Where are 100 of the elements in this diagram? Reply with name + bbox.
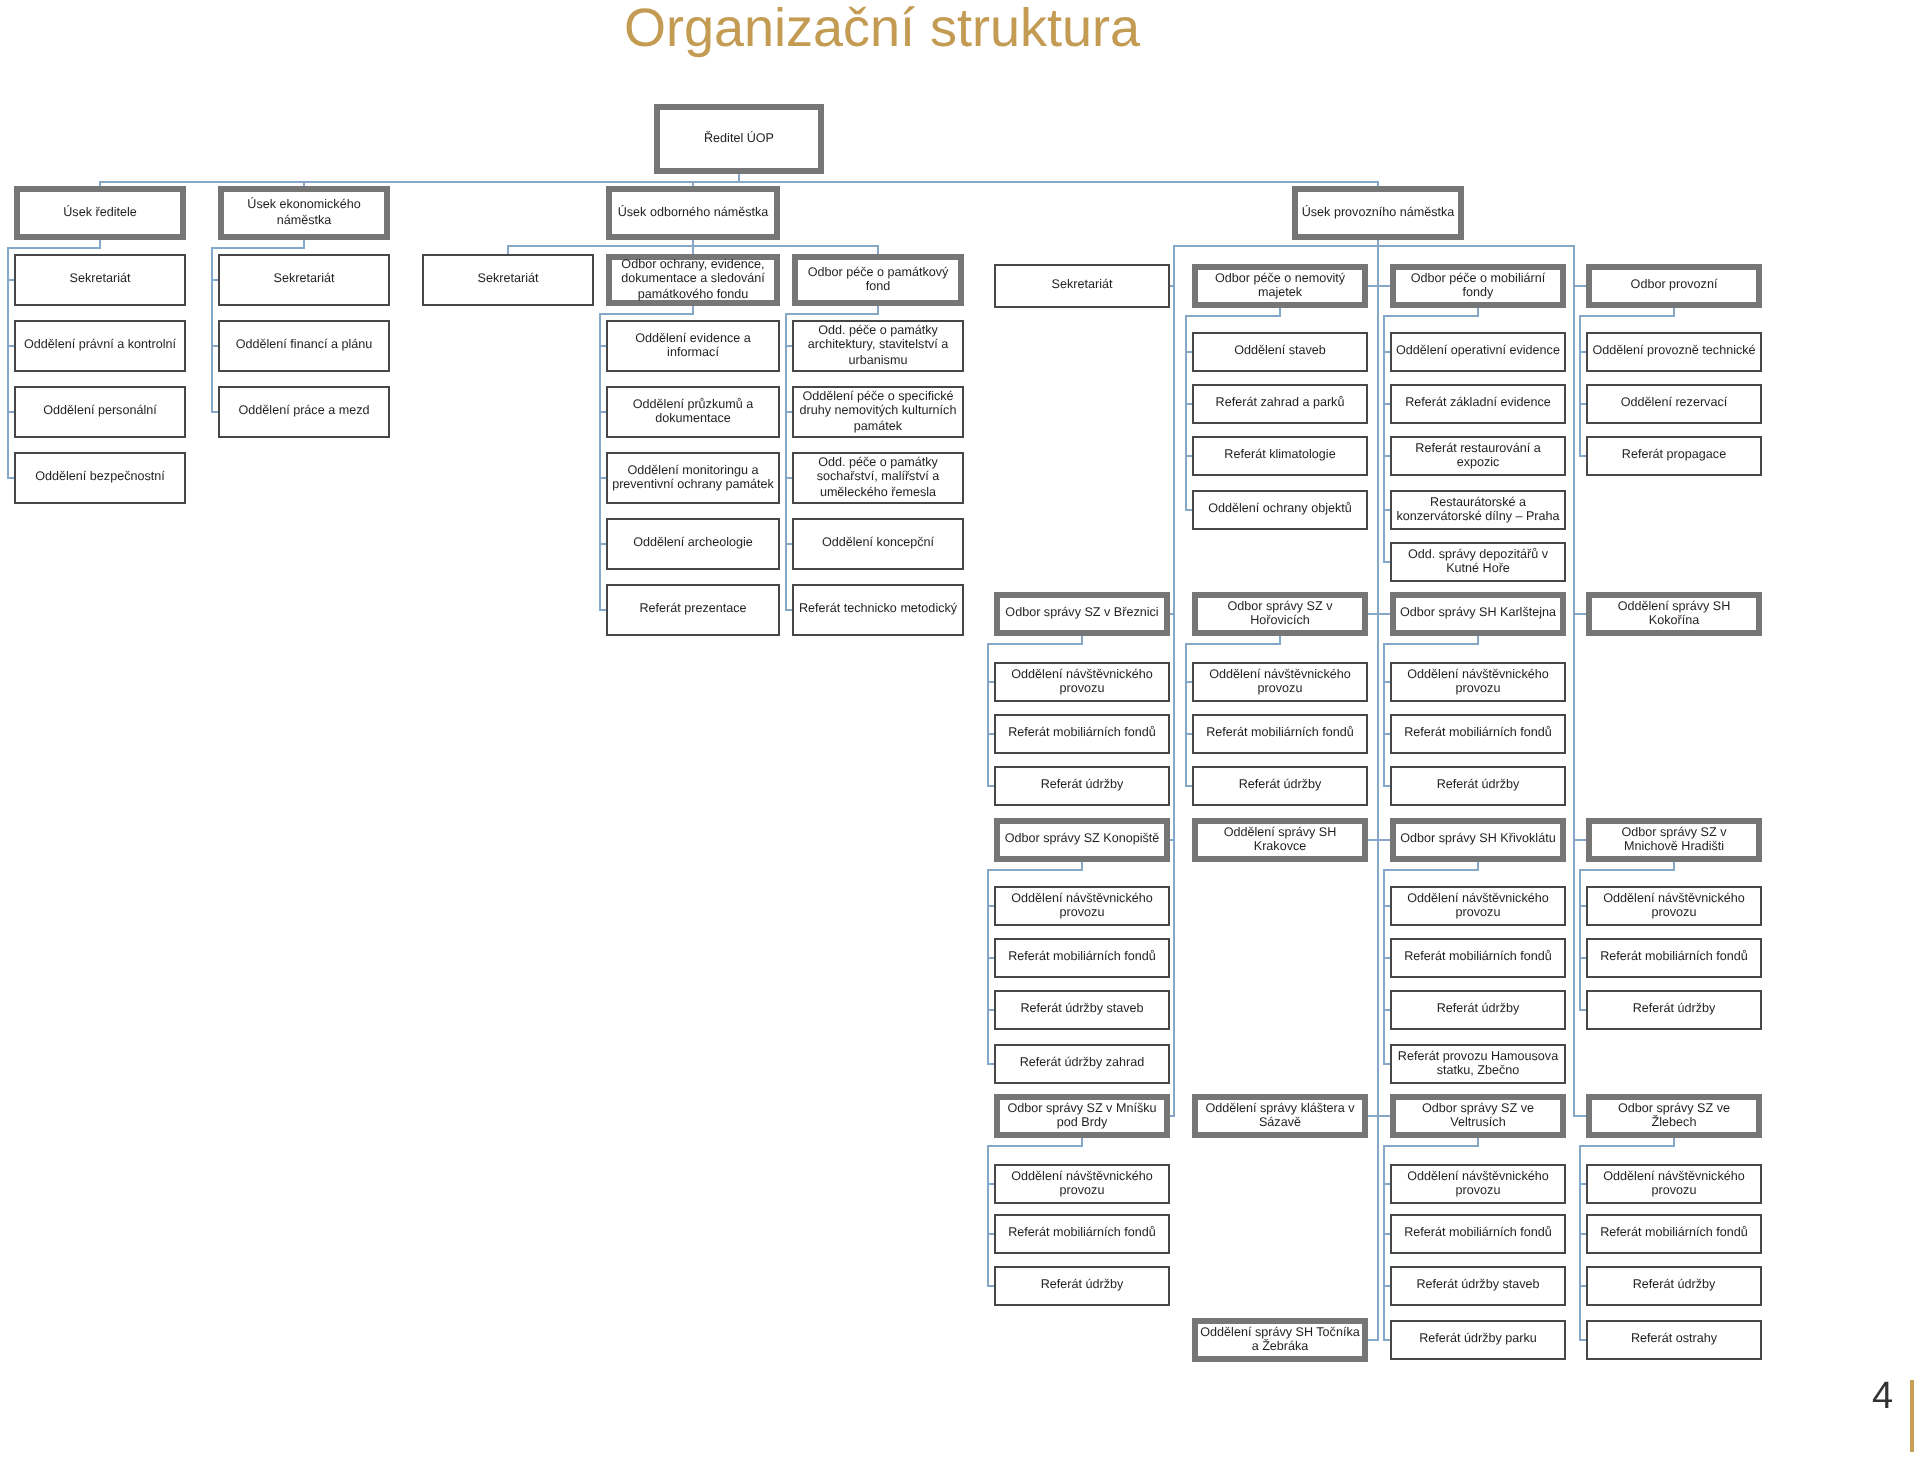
unit-box xyxy=(1390,1164,1566,1204)
unit-box xyxy=(1586,1164,1762,1204)
connector-line xyxy=(1169,239,1379,1117)
unit-box xyxy=(1390,542,1566,582)
unit-box xyxy=(1390,332,1566,372)
unit-box xyxy=(994,264,1170,308)
connector-line xyxy=(692,239,879,255)
department-box xyxy=(1192,818,1368,862)
department-box xyxy=(792,254,964,306)
connector-line xyxy=(1579,1137,1675,1341)
connector-line xyxy=(987,861,1083,1065)
unit-box xyxy=(1192,436,1368,476)
department-box xyxy=(1586,1094,1762,1138)
unit-box xyxy=(1390,436,1566,476)
connector-line xyxy=(211,239,305,413)
unit-box xyxy=(14,254,186,306)
connector-line xyxy=(507,239,694,255)
department-box xyxy=(1192,1318,1368,1362)
unit-box xyxy=(1586,332,1762,372)
unit-box xyxy=(994,766,1170,806)
connector-line xyxy=(1383,861,1479,1065)
department-box xyxy=(14,186,186,240)
unit-box xyxy=(218,320,390,372)
unit-box xyxy=(1586,886,1762,926)
unit-box xyxy=(1192,766,1368,806)
unit-box xyxy=(1390,384,1566,424)
unit-box xyxy=(994,1214,1170,1254)
unit-box xyxy=(1192,332,1368,372)
unit-box xyxy=(606,386,780,438)
unit-box xyxy=(14,320,186,372)
unit-box xyxy=(1390,1214,1566,1254)
department-box xyxy=(1586,264,1762,308)
unit-box xyxy=(994,714,1170,754)
unit-box xyxy=(1390,1266,1566,1306)
department-box xyxy=(994,592,1170,636)
connector-line xyxy=(1383,635,1479,787)
unit-box xyxy=(1390,766,1566,806)
department-box xyxy=(218,186,390,240)
unit-box xyxy=(14,452,186,504)
connector-line xyxy=(1185,307,1281,511)
unit-box xyxy=(1192,714,1368,754)
department-box xyxy=(994,818,1170,862)
unit-box xyxy=(792,320,964,372)
unit-box xyxy=(792,518,964,570)
unit-box xyxy=(218,254,390,306)
department-box xyxy=(654,104,824,174)
connector-line xyxy=(1383,1137,1479,1341)
department-box xyxy=(1292,186,1464,240)
unit-box xyxy=(994,1044,1170,1084)
department-box xyxy=(1192,264,1368,308)
connector-line xyxy=(7,239,101,479)
unit-box xyxy=(1586,1214,1762,1254)
unit-box xyxy=(1390,938,1566,978)
department-box xyxy=(1586,818,1762,862)
unit-box xyxy=(1586,1320,1762,1360)
page-number: 4 xyxy=(1872,1376,1894,1420)
department-box xyxy=(1390,264,1566,308)
unit-box xyxy=(606,320,780,372)
page-title: Organizační struktura xyxy=(623,0,1141,62)
unit-box xyxy=(1586,436,1762,476)
unit-box xyxy=(606,584,780,636)
department-box xyxy=(606,254,780,306)
unit-box xyxy=(994,886,1170,926)
unit-box xyxy=(422,254,594,306)
unit-box xyxy=(606,452,780,504)
department-box xyxy=(1390,818,1566,862)
connector-line xyxy=(987,635,1083,787)
unit-box xyxy=(994,1164,1170,1204)
unit-box xyxy=(606,518,780,570)
unit-box xyxy=(1586,990,1762,1030)
unit-box xyxy=(14,386,186,438)
unit-box xyxy=(1390,1320,1566,1360)
connector-line xyxy=(1579,307,1675,457)
department-box xyxy=(1192,592,1368,636)
connector-line xyxy=(987,1137,1083,1287)
unit-box xyxy=(1390,714,1566,754)
department-box xyxy=(1192,1094,1368,1138)
unit-box xyxy=(994,938,1170,978)
unit-box xyxy=(1390,886,1566,926)
connector-line xyxy=(785,305,879,611)
unit-box xyxy=(994,1266,1170,1306)
unit-box xyxy=(1586,938,1762,978)
unit-box xyxy=(1390,662,1566,702)
unit-box xyxy=(218,386,390,438)
unit-box xyxy=(792,452,964,504)
connector-line xyxy=(1383,307,1479,563)
unit-box xyxy=(1192,662,1368,702)
connector-line xyxy=(1579,861,1675,1011)
connector-line xyxy=(1377,239,1587,1117)
unit-box xyxy=(994,990,1170,1030)
department-box xyxy=(994,1094,1170,1138)
department-box xyxy=(606,186,780,240)
unit-box xyxy=(1390,990,1566,1030)
unit-box xyxy=(1192,490,1368,530)
unit-box xyxy=(994,662,1170,702)
unit-box xyxy=(1586,384,1762,424)
unit-box xyxy=(792,584,964,636)
unit-box xyxy=(1586,1266,1762,1306)
department-box xyxy=(1390,592,1566,636)
unit-box xyxy=(1192,384,1368,424)
